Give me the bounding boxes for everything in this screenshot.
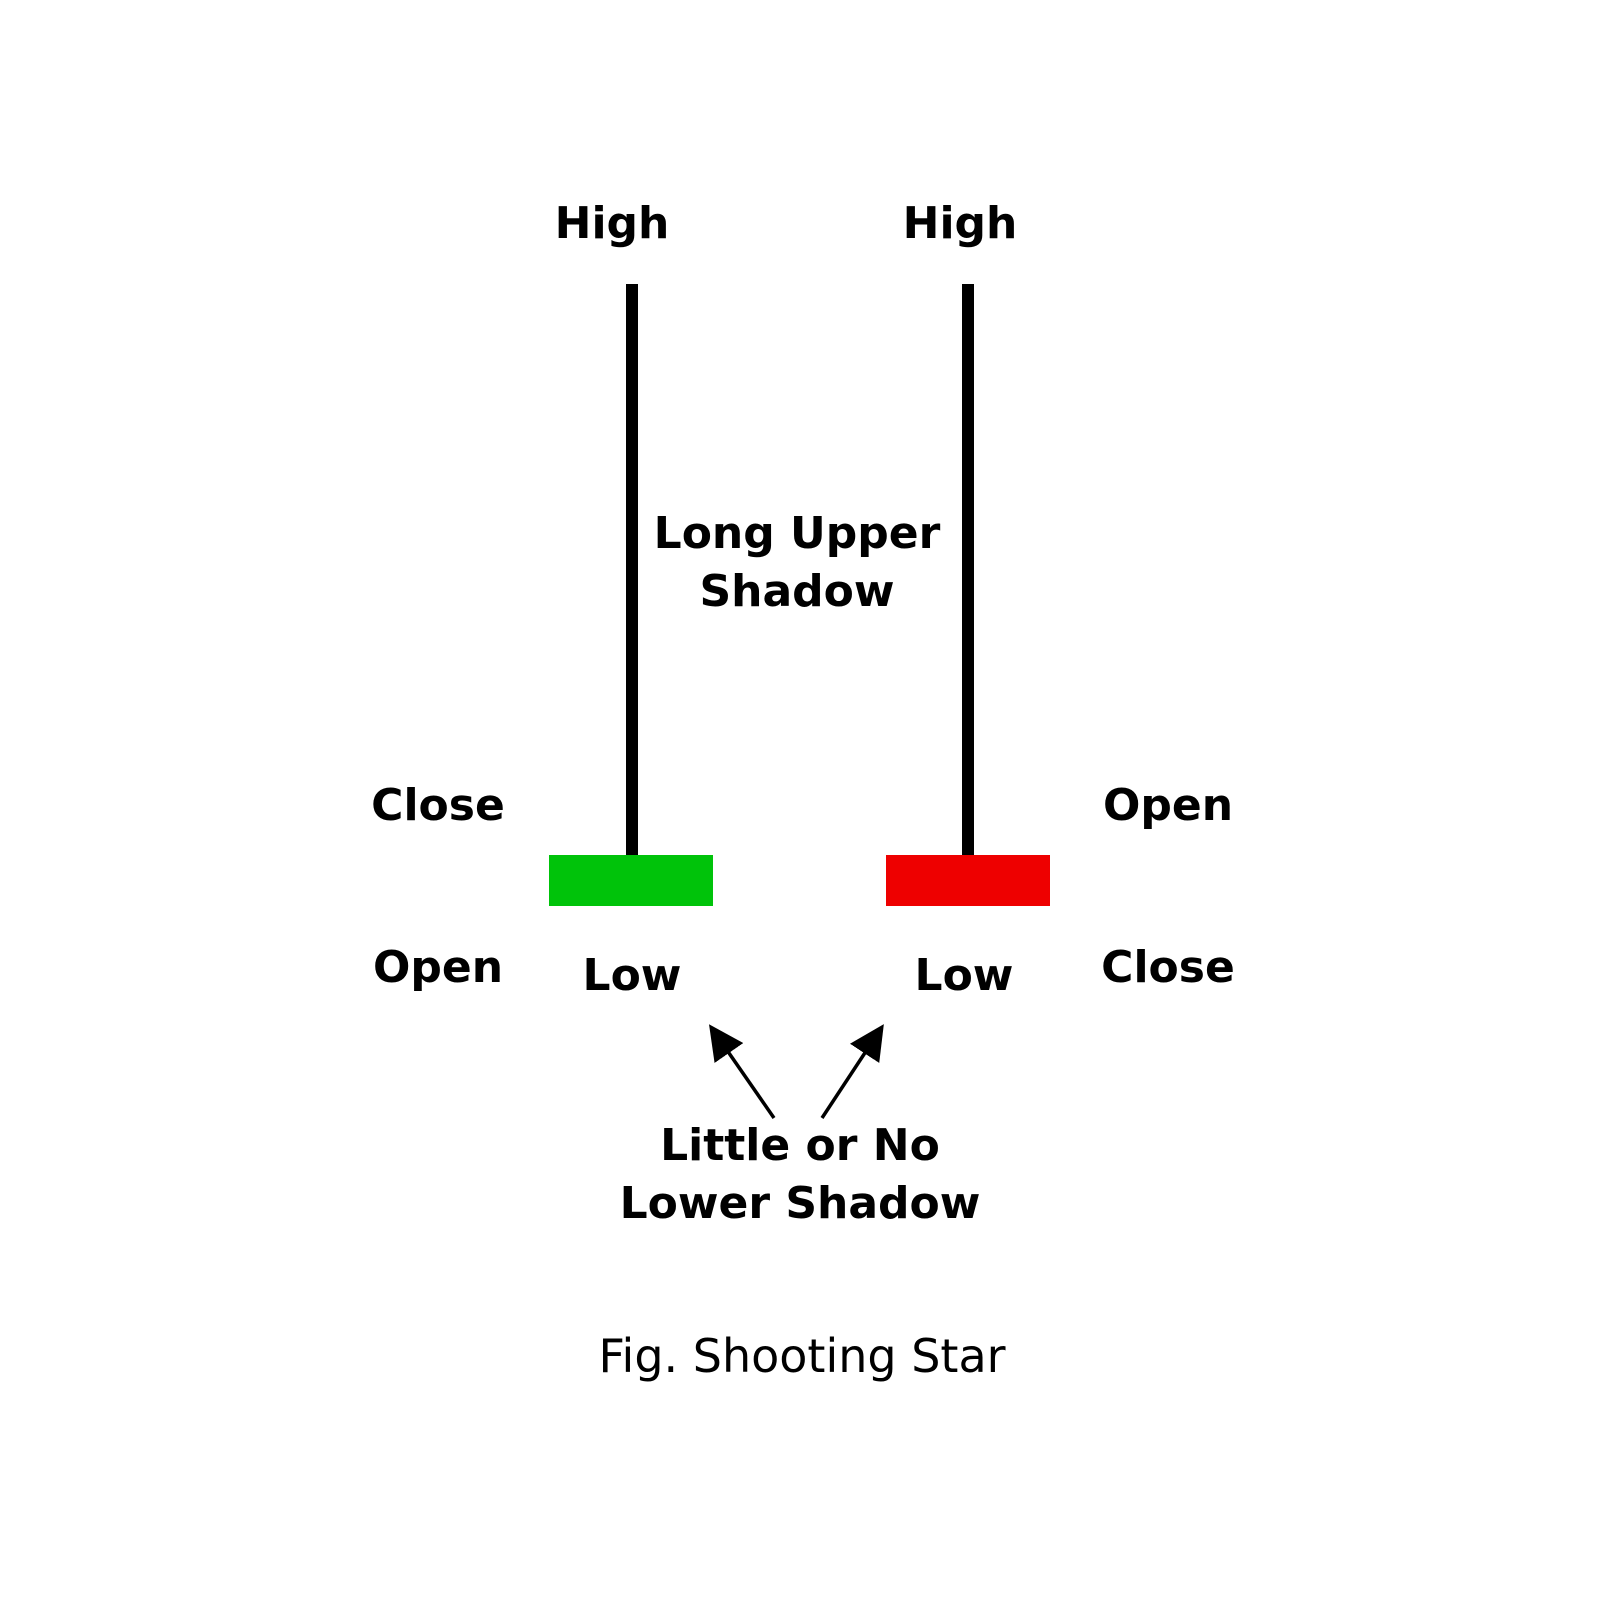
left-high-label: High	[555, 198, 670, 249]
left-close-label: Close	[371, 780, 505, 831]
figure-caption: Fig. Shooting Star	[598, 1329, 1005, 1383]
lower-shadow-label-line2: Lower Shadow	[620, 1178, 981, 1229]
upper-shadow-label-line2: Shadow	[699, 566, 894, 617]
bullish-body	[549, 855, 713, 906]
bullish-upper-wick	[626, 284, 638, 856]
left-open-label: Open	[373, 942, 503, 993]
right-open-label: Open	[1103, 780, 1233, 831]
bearish-upper-wick	[962, 284, 974, 856]
right-low-label: Low	[915, 950, 1014, 1001]
left-arrow	[709, 1024, 776, 1119]
lower-shadow-label-line1: Little or No	[660, 1120, 940, 1171]
right-high-label: High	[903, 198, 1018, 249]
right-close-label: Close	[1101, 942, 1235, 993]
bearish-candle	[886, 284, 1050, 906]
bullish-candle	[549, 284, 713, 906]
left-low-label: Low	[583, 950, 682, 1001]
right-arrow	[820, 1024, 884, 1119]
upper-shadow-label-line1: Long Upper	[654, 508, 941, 559]
bearish-body	[886, 855, 1050, 906]
